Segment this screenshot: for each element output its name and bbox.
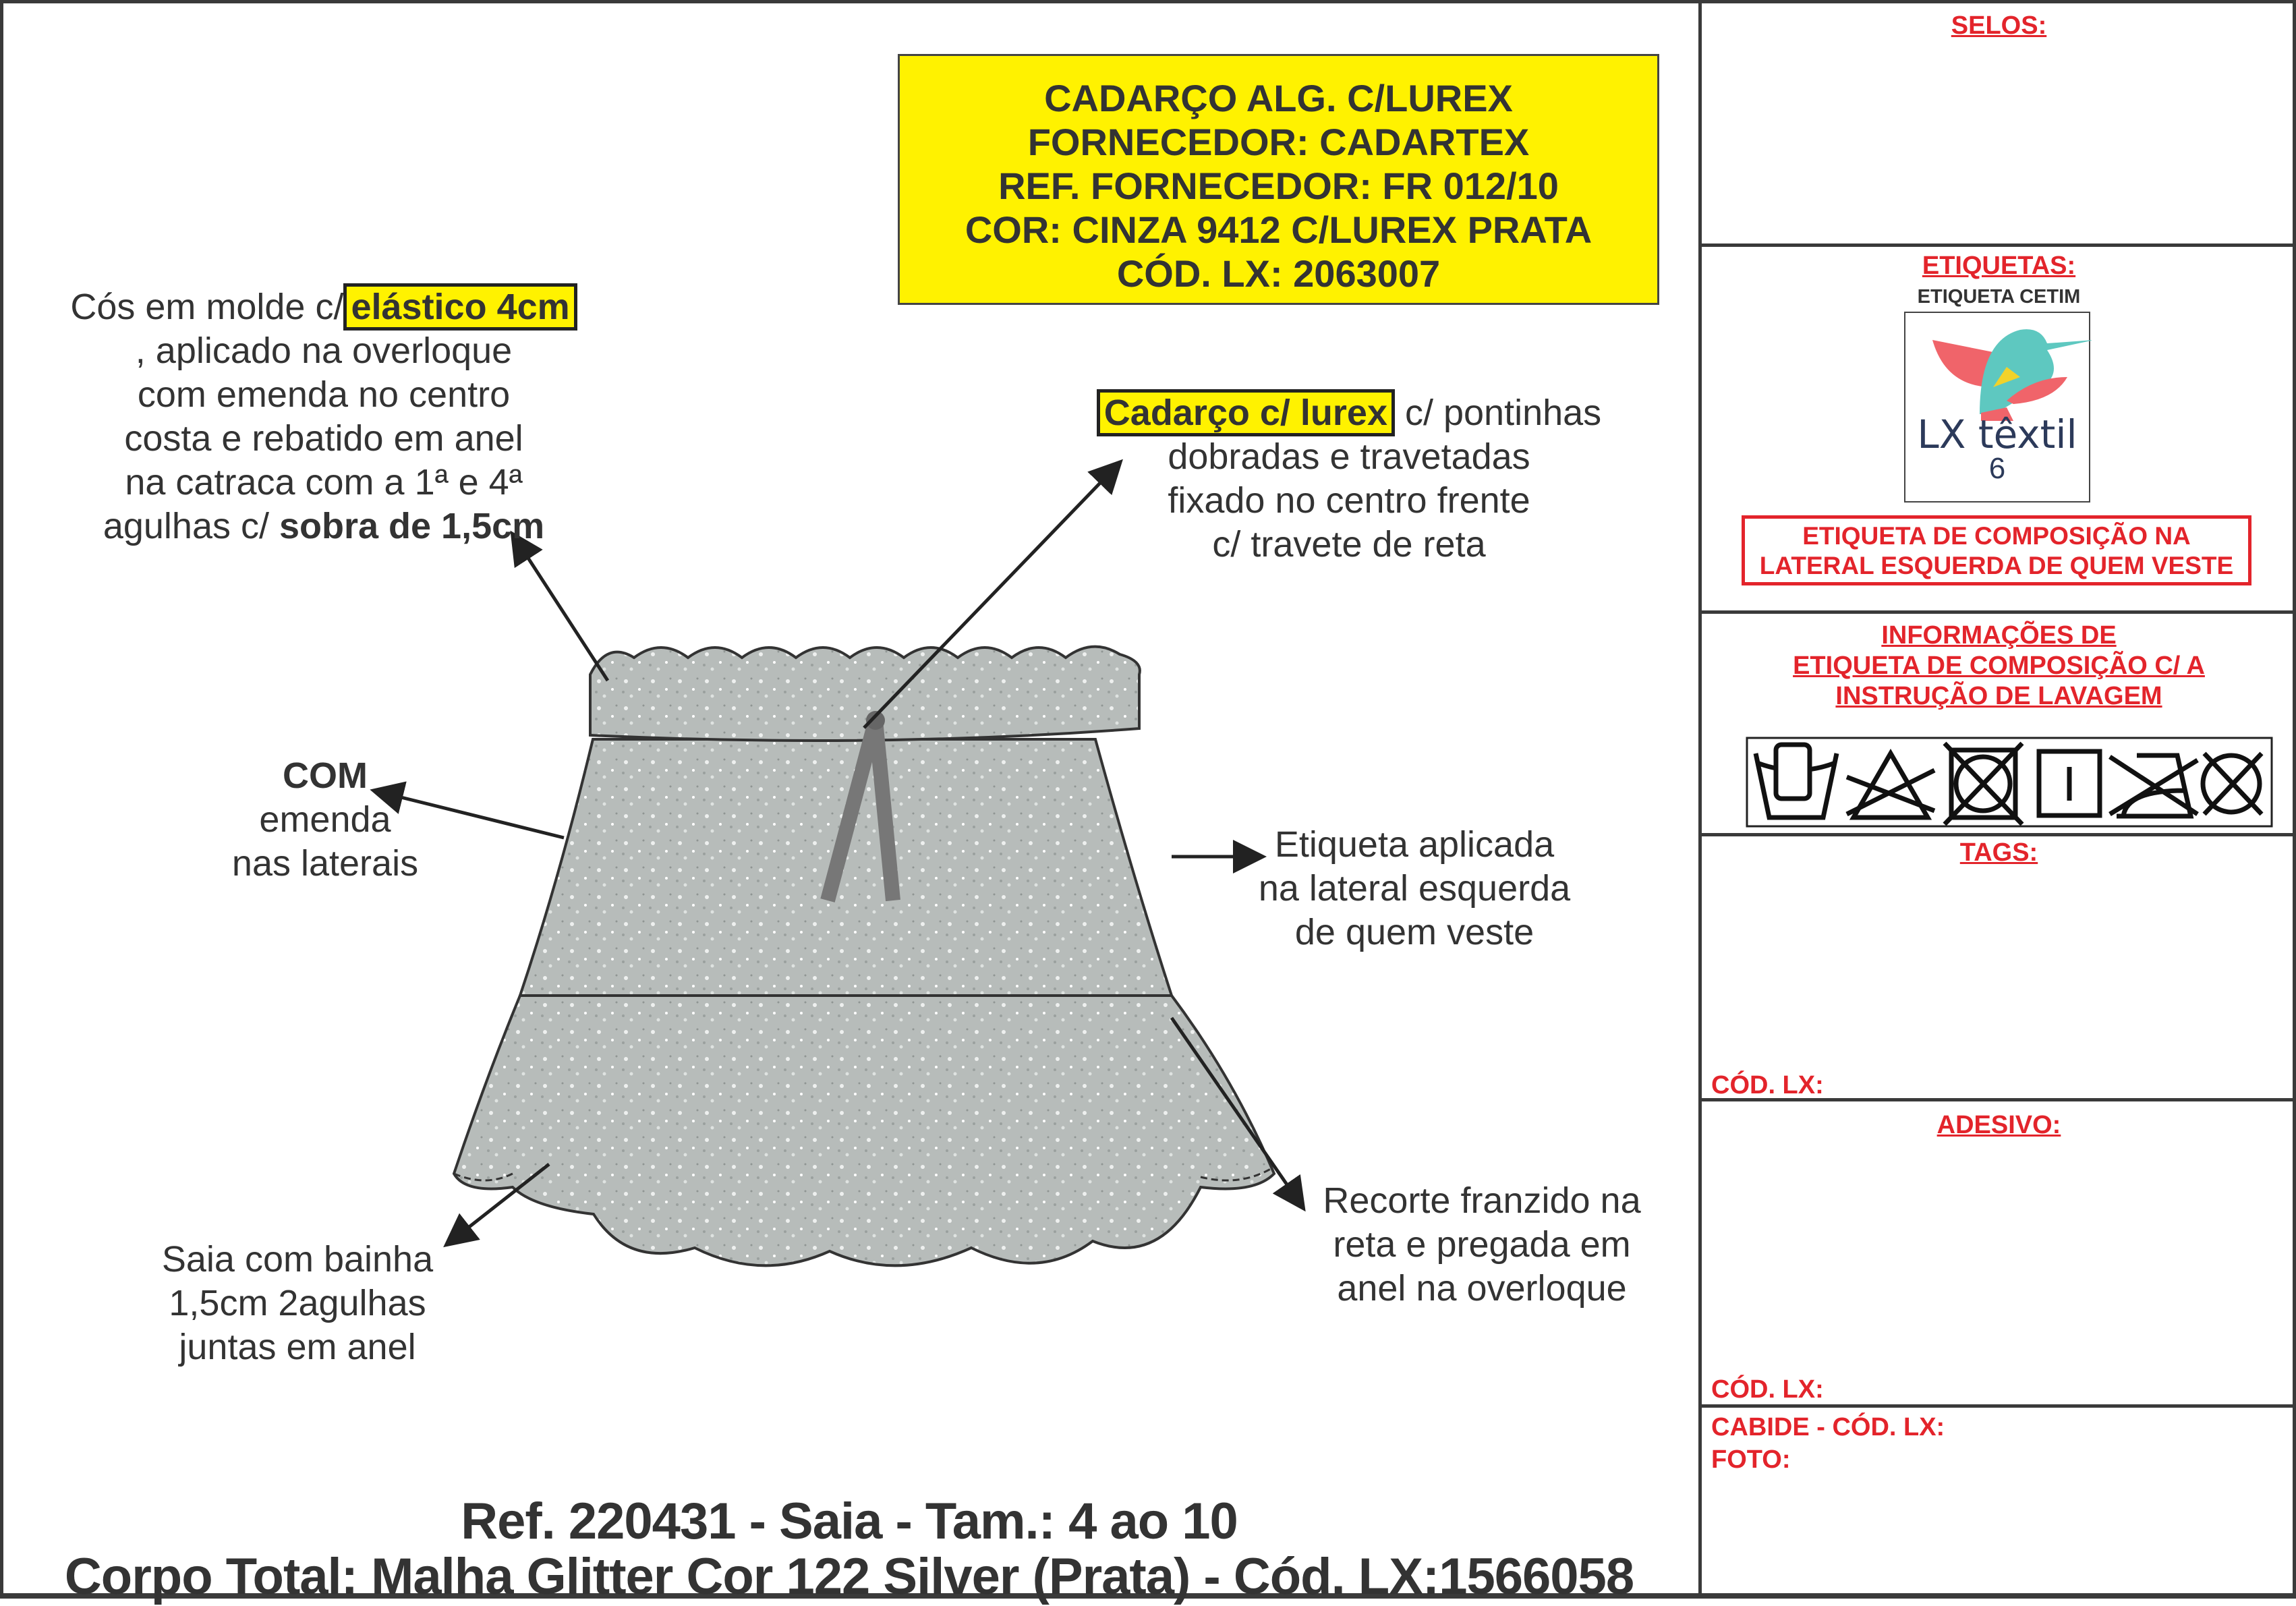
heading-info-line: ETIQUETA DE COMPOSIÇÃO C/ A [1793,652,2205,680]
note-waistband: Cós em molde c/elástico 4cm , aplicado n… [40,283,607,548]
note-line: com emenda no centro [137,374,511,415]
care-symbols [1746,737,2273,828]
note-bold: sobra de 1,5cm [279,506,545,546]
note-line: de quem veste [1294,912,1534,952]
box-line: LATERAL ESQUERDA DE QUEM VESTE [1759,552,2234,579]
note-line: Etiqueta aplicada [1274,824,1555,865]
divider [1702,1404,2296,1408]
note-line: c/ travete de reta [1212,524,1486,565]
note-ruffle: Recorte franzido na reta e pregada em an… [1280,1179,1684,1311]
supplier-box: CADARÇO ALG. C/LUREX FORNECEDOR: CADARTE… [898,54,1659,305]
label-cabide: CABIDE - CÓD. LX: [1711,1413,1945,1441]
do-not-dry-clean-icon [2200,751,2264,816]
heading-adesivo: ADESIVO: [1936,1111,2061,1139]
arrow-hem [443,1163,550,1248]
heading-info-line: INSTRUÇÃO DE LAVAGEM [1835,682,2162,710]
supplier-line: REF. FORNECEDOR: FR 012/10 [998,165,1559,207]
note-line: Recorte franzido na [1323,1180,1641,1221]
box-line: ETIQUETA DE COMPOSIÇÃO NA [1802,522,2191,550]
do-not-bleach-icon [1845,749,1936,820]
note-hem: Saia com bainha 1,5cm 2agulhas juntas em… [95,1238,500,1369]
skirt-body [518,738,1174,997]
title-body-fabric: Corpo Total: Malha Glitter Cor 122 Silve… [64,1548,1634,1605]
label-foto: FOTO: [1711,1445,1791,1474]
label-etiqueta-cetim: ETIQUETA CETIM [1917,286,2081,308]
note-line: dobradas e travetadas [1168,436,1530,477]
highlight-drawcord: Cadarço c/ lurex [1096,389,1395,436]
note-text: Cós em molde c/ [70,287,344,327]
do-not-tumble-dry-icon [1943,741,2024,826]
heading-selos: SELOS: [1951,11,2047,40]
logo-text: LX têxtil [1917,411,2077,457]
note-bold: COM [283,755,368,796]
label-cod-lx: CÓD. LX: [1711,1071,1824,1099]
supplier-line: CÓD. LX: 2063007 [1116,252,1441,295]
divider [1702,610,2296,614]
note-line: Saia com bainha [161,1239,434,1280]
lx-textil-logo: LX têxtil 6 [1904,312,2094,503]
title-ref: Ref. 220431 - Saia - Tam.: 4 ao 10 [461,1493,1238,1550]
heading-tags: TAGS: [1959,838,2038,867]
note-line: nas laterais [231,843,419,884]
heading-etiquetas: ETIQUETAS: [1922,252,2076,280]
note-line: na catraca com a 1ª e 4ª [125,462,523,503]
composition-label-box: ETIQUETA DE COMPOSIÇÃO NA LATERAL ESQUER… [1742,515,2251,585]
note-line: costa e rebatido em anel [124,418,523,459]
note-line: na lateral esquerda [1258,868,1571,909]
hand-wash-icon [1753,742,1839,820]
note-text: agulhas c/ [103,506,279,546]
right-panel: SELOS: ETIQUETAS: ETIQUETA CETIM LX têxt… [1698,0,2296,1599]
line-dry-icon [2036,749,2102,818]
highlight-elastic: elástico 4cm [343,283,577,331]
arrow-ruffle [1170,1016,1306,1212]
note-line: , aplicado na overloque [135,331,513,371]
do-not-iron-icon [2108,753,2199,819]
note-line: juntas em anel [179,1327,416,1367]
note-drawcord: Cadarço c/ lurex c/ pontinhas dobradas e… [1052,389,1646,567]
divider [1702,243,2296,247]
note-side: COM emenda nas laterais [190,754,460,886]
note-line: anel na overloque [1337,1268,1627,1309]
hummingbird-icon [1932,329,2094,428]
logo-size: 6 [1988,452,2006,485]
drawcord [820,718,900,902]
divider [1702,833,2296,836]
note-line: 1,5cm 2agulhas [169,1283,426,1323]
note-line: reta e pregada em [1333,1224,1631,1265]
note-line: emenda [259,799,391,840]
arrow-side [370,781,565,840]
skirt-waistband [589,645,1141,742]
supplier-line: COR: CINZA 9412 C/LUREX PRATA [965,208,1592,251]
supplier-line: CADARÇO ALG. C/LUREX [1044,77,1513,119]
supplier-line: FORNECEDOR: CADARTEX [1027,121,1530,163]
divider [1702,1098,2296,1101]
label-cod-lx: CÓD. LX: [1711,1375,1824,1404]
note-line: fixado no centro frente [1168,480,1530,521]
arrow-waistband [510,530,610,682]
heading-info-line: INFORMAÇÕES DE [1881,621,2117,650]
arrow-drawcord [863,459,1123,729]
skirt-ruffle [452,994,1276,1267]
note-label: Etiqueta aplicada na lateral esquerda de… [1212,823,1617,954]
note-text: c/ pontinhas [1394,393,1602,433]
